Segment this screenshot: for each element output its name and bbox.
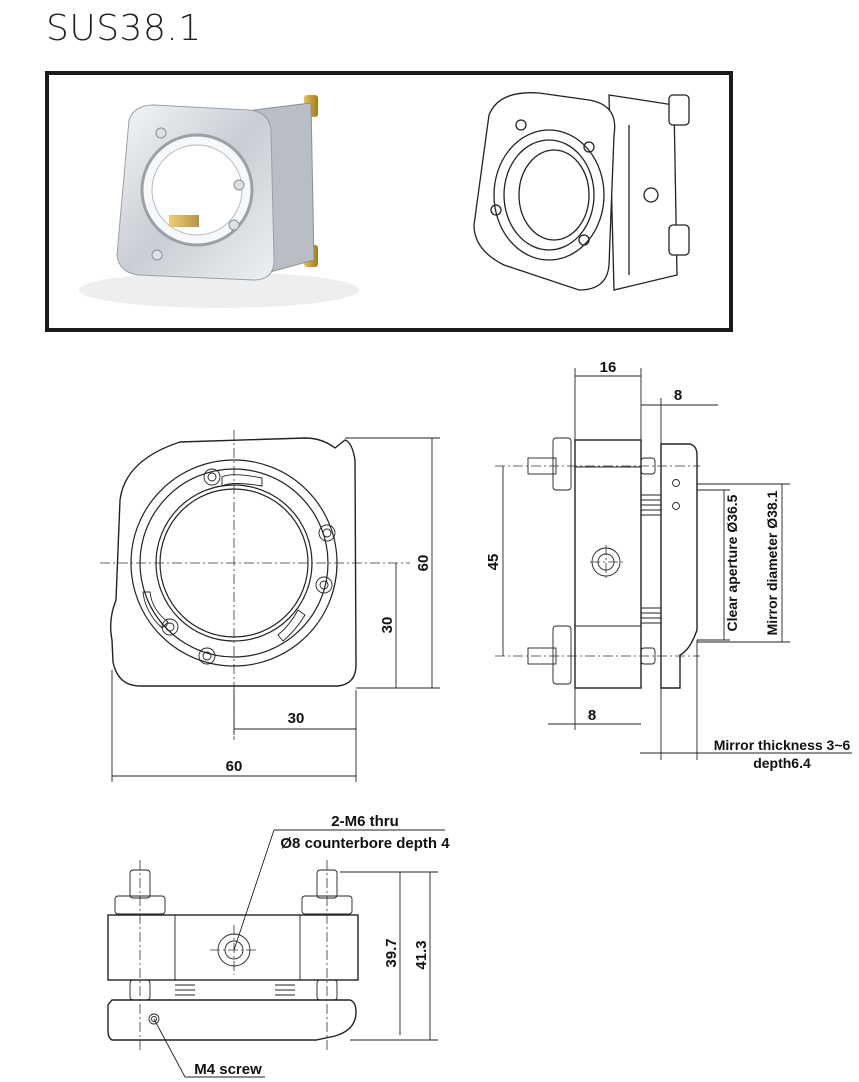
- clear-aperture-label: Clear aperture Ø36.5: [724, 494, 740, 631]
- side-dim-spacing: 45: [485, 554, 502, 571]
- m4-screw-label: M4 screw: [194, 1061, 262, 1078]
- front-dim-width: 60: [226, 758, 243, 775]
- top-view: 2-M6 thru Ø8 counterbore depth 4 39.7 41…: [107, 813, 450, 1078]
- side-dim-top-width: 16: [600, 359, 617, 376]
- depth-label: depth6.4: [753, 755, 811, 771]
- rendered-mount-photo: [79, 95, 359, 308]
- side-dim-bottom: 8: [588, 707, 596, 724]
- side-view: 16 8 45 8 Clear aperture Ø36.5 Mirror di…: [485, 359, 852, 771]
- front-dim-center-v: 30: [379, 617, 396, 634]
- top-dim-41-3: 41.3: [413, 940, 430, 969]
- thru-hole-line2: Ø8 counterbore depth 4: [280, 835, 450, 852]
- product-render-box: [45, 71, 733, 332]
- front-dim-center-h: 30: [288, 710, 305, 727]
- line-art-mount: [473, 92, 690, 291]
- front-view: 60 30 30 60: [100, 430, 440, 782]
- page-title: SUS38.1: [46, 8, 202, 49]
- side-dim-plate: 8: [674, 387, 682, 404]
- thru-hole-line1: 2-M6 thru: [331, 813, 399, 830]
- product-render-svg: [79, 92, 690, 308]
- mirror-diameter-label: Mirror diameter Ø38.1: [764, 490, 780, 635]
- top-dim-39-7: 39.7: [383, 938, 400, 967]
- mirror-thickness-label: Mirror thickness 3~6: [714, 737, 851, 753]
- front-dim-height: 60: [415, 555, 432, 572]
